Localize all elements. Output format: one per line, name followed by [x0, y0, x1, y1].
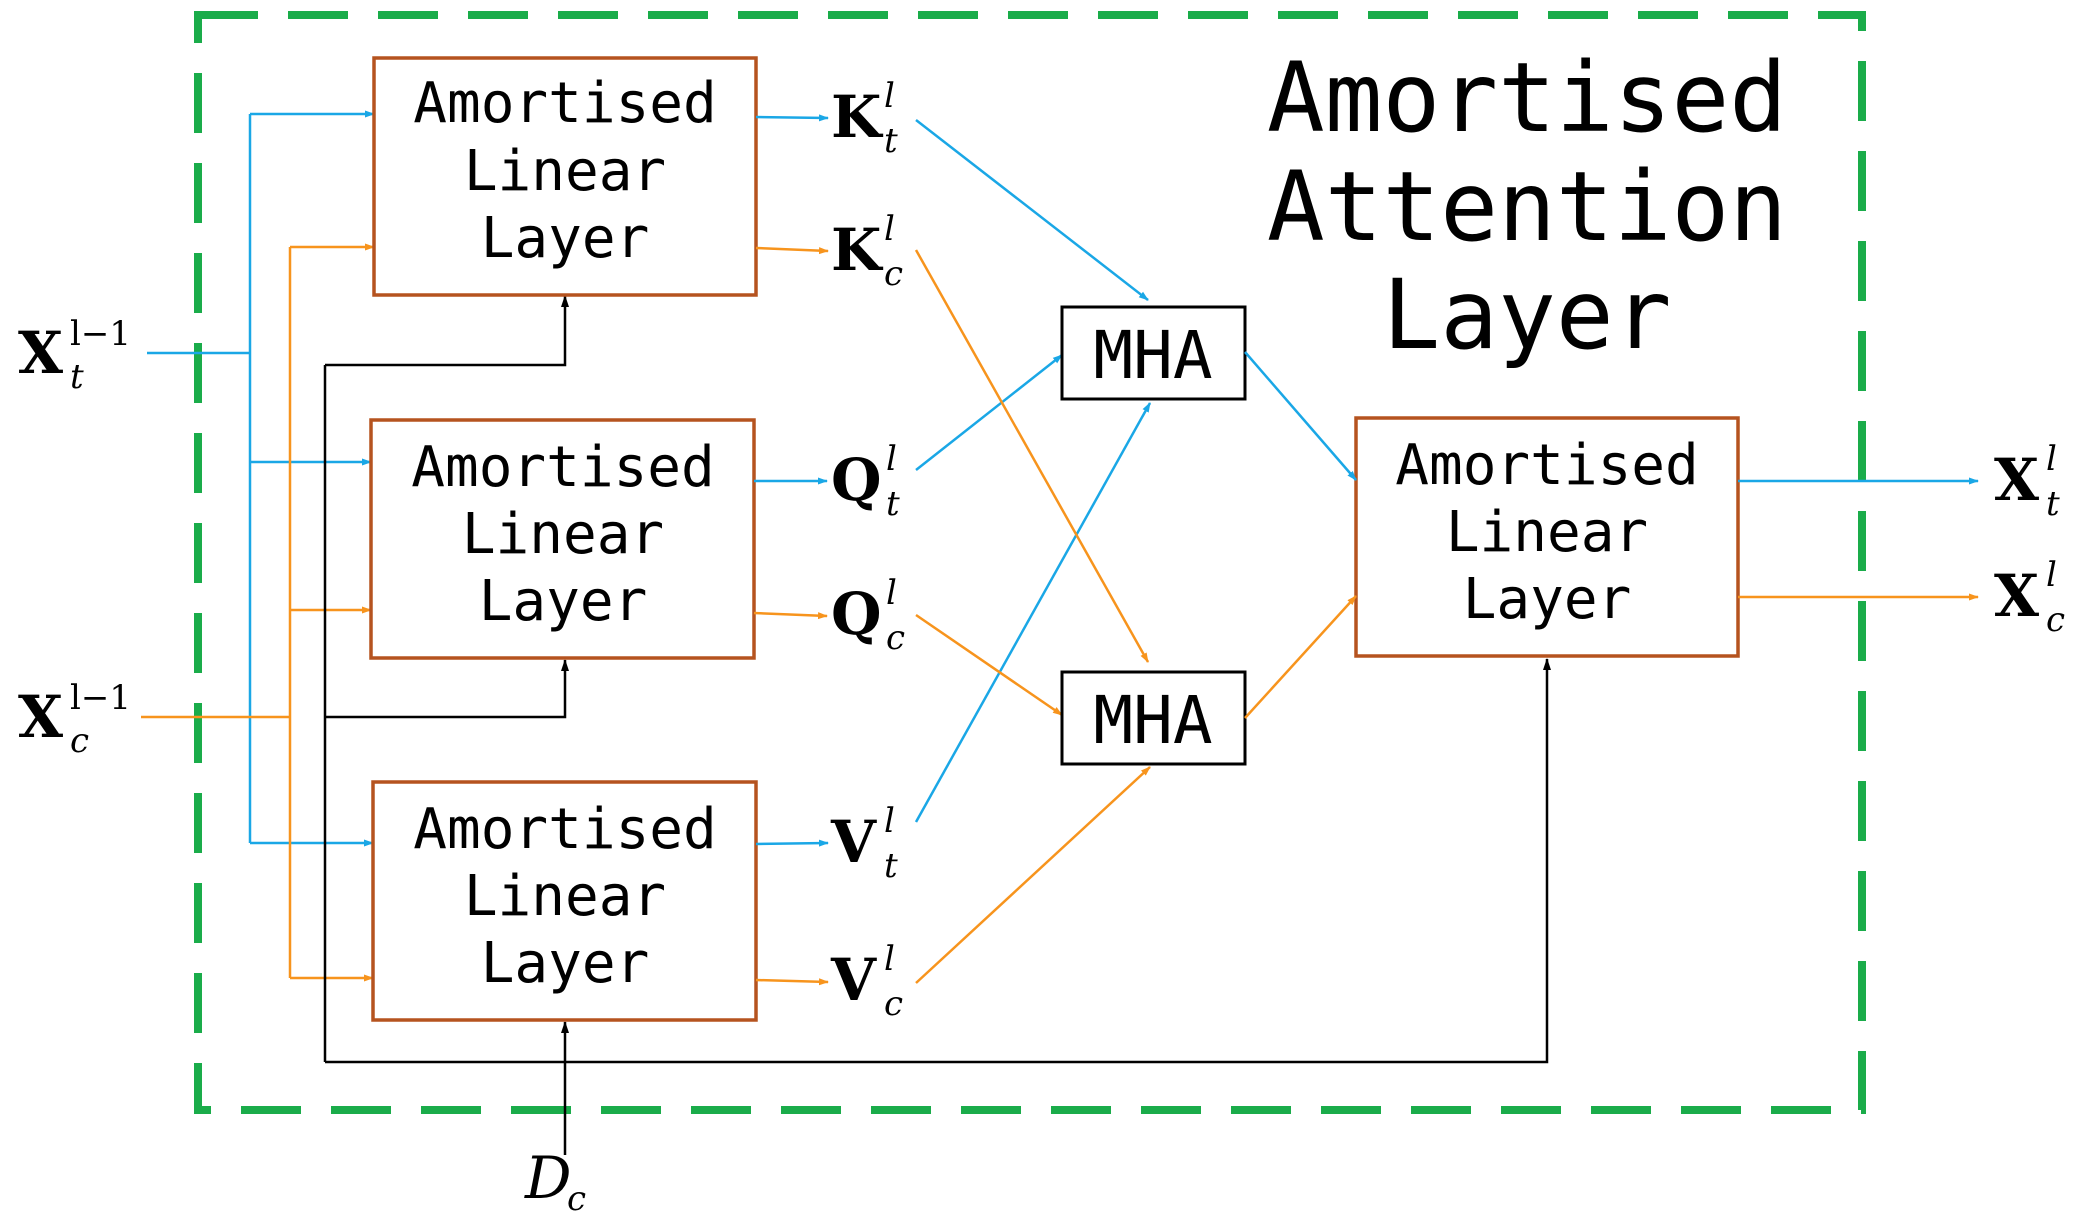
svg-text:Layer: Layer	[479, 569, 648, 634]
svg-text:Amortised: Amortised	[413, 797, 716, 862]
svg-text:Amortised: Amortised	[411, 435, 714, 500]
svg-text:D: D	[524, 1144, 572, 1212]
mha-input-lines	[914, 119, 1152, 984]
svg-text:t: t	[886, 484, 900, 524]
svg-text:MHA: MHA	[1093, 317, 1212, 394]
output-label-xt: X l t	[1994, 439, 2060, 524]
svg-text:X: X	[1994, 562, 2039, 630]
svg-text:l−1: l−1	[70, 314, 131, 354]
target-input-lines	[147, 110, 375, 847]
svg-text:V: V	[830, 946, 877, 1014]
svg-text:l: l	[884, 76, 895, 116]
svg-text:Layer: Layer	[1383, 259, 1672, 371]
svg-text:t: t	[2046, 484, 2060, 524]
label-kt: K l t	[831, 76, 898, 161]
svg-text:Layer: Layer	[481, 931, 650, 996]
mha-block-context: MHA	[1060, 670, 1247, 766]
linear-layer-v-bottom: Amortised Linear Layer	[371, 780, 758, 1022]
svg-text:MHA: MHA	[1093, 682, 1212, 759]
svg-text:c: c	[886, 618, 905, 658]
label-vc: V l c	[830, 939, 903, 1024]
svg-text:l: l	[2046, 555, 2057, 595]
svg-text:t: t	[884, 846, 898, 886]
label-kc: K l c	[831, 209, 903, 294]
input-label-dc: D c	[524, 1144, 586, 1214]
final-output-arrows	[1738, 477, 1979, 601]
svg-text:t: t	[70, 357, 84, 397]
svg-text:Q: Q	[831, 580, 882, 648]
linear-layer-kv-top: Amortised Linear Layer	[372, 56, 758, 297]
svg-text:Linear: Linear	[464, 139, 666, 204]
svg-text:Amortised: Amortised	[413, 71, 716, 136]
svg-text:l: l	[886, 573, 897, 613]
mha-block-target: MHA	[1060, 305, 1247, 401]
linear-layer-output: Amortised Linear Layer	[1354, 416, 1740, 658]
svg-text:l−1: l−1	[70, 678, 131, 718]
input-label-xc: X l−1 c	[18, 678, 131, 761]
svg-text:c: c	[567, 1179, 586, 1214]
attention-layer-boundary	[194, 11, 1866, 1114]
svg-text:l: l	[886, 439, 897, 479]
svg-text:X: X	[1994, 446, 2039, 514]
svg-text:Linear: Linear	[462, 502, 664, 567]
svg-text:Amortised: Amortised	[1267, 42, 1787, 154]
svg-text:t: t	[884, 121, 898, 161]
svg-text:Linear: Linear	[464, 864, 666, 929]
label-vt: V l t	[830, 801, 898, 886]
mha-output-lines	[1244, 351, 1357, 719]
label-qt: Q l t	[831, 439, 900, 524]
svg-text:c: c	[884, 254, 903, 294]
label-qc: Q l c	[831, 573, 905, 658]
layer-output-arrows	[753, 114, 829, 986]
svg-text:K: K	[831, 216, 884, 284]
svg-text:Layer: Layer	[1463, 567, 1632, 632]
svg-text:c: c	[2046, 600, 2065, 640]
svg-text:c: c	[70, 721, 89, 761]
svg-text:l: l	[2046, 439, 2057, 479]
linear-layer-q-middle: Amortised Linear Layer	[369, 418, 756, 660]
svg-text:Amortised: Amortised	[1395, 433, 1698, 498]
svg-text:Attention: Attention	[1267, 151, 1787, 263]
svg-text:X: X	[18, 319, 63, 387]
svg-text:K: K	[831, 83, 884, 151]
attention-layer-title: Amortised Attention Layer	[1267, 42, 1787, 371]
svg-text:V: V	[830, 808, 877, 876]
svg-text:l: l	[884, 209, 895, 249]
svg-text:Q: Q	[831, 446, 882, 514]
input-label-xt: X l−1 t	[18, 314, 131, 397]
svg-text:c: c	[884, 984, 903, 1024]
svg-text:l: l	[884, 801, 895, 841]
svg-text:Layer: Layer	[481, 206, 650, 271]
output-label-xc: X l c	[1994, 555, 2065, 640]
svg-text:Linear: Linear	[1446, 500, 1648, 565]
dataset-conditioning-lines	[323, 295, 1551, 1155]
context-input-lines	[141, 243, 375, 982]
svg-text:l: l	[884, 939, 895, 979]
svg-text:X: X	[18, 683, 63, 751]
